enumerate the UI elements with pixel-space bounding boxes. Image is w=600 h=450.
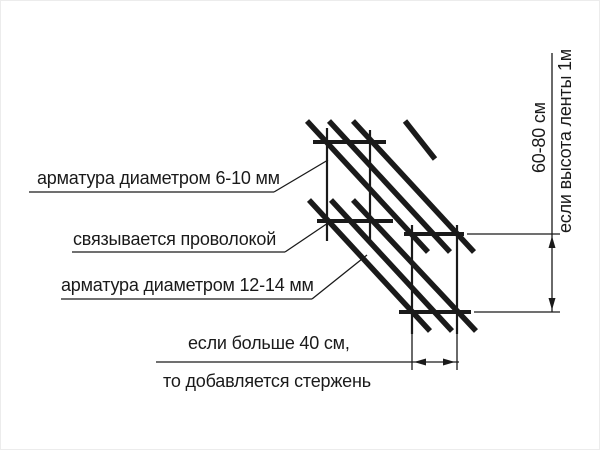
top-chord-bar-stub bbox=[402, 119, 438, 161]
arrow-up-icon bbox=[548, 236, 556, 248]
thin-rebar-leader bbox=[273, 159, 329, 193]
arrow-down-icon bbox=[548, 298, 556, 310]
label-thin-rebar: арматура диаметром 6-10 мм bbox=[37, 168, 280, 188]
leader-lines bbox=[29, 159, 368, 300]
dimension-value-60-80cm: 60-80 см bbox=[529, 102, 549, 173]
vertical-tie-bars bbox=[325, 128, 459, 334]
arrow-left-icon bbox=[414, 358, 426, 366]
dimension-arrowheads bbox=[414, 236, 556, 366]
dimension-lines bbox=[156, 53, 560, 370]
main-rebar-leader bbox=[311, 254, 368, 300]
label-main-rebar: арматура диаметром 12-14 мм bbox=[61, 275, 314, 295]
note-add-rod: то добавляется стержень bbox=[163, 371, 371, 391]
wire-tie-leader bbox=[284, 222, 329, 253]
label-wire-tie: связывается проволокой bbox=[73, 229, 277, 249]
dimension-condition-height-1m: если высота ленты 1м bbox=[555, 49, 575, 233]
arrow-right-icon bbox=[443, 358, 455, 366]
note-if-more-than-40cm: если больше 40 см, bbox=[188, 333, 350, 353]
